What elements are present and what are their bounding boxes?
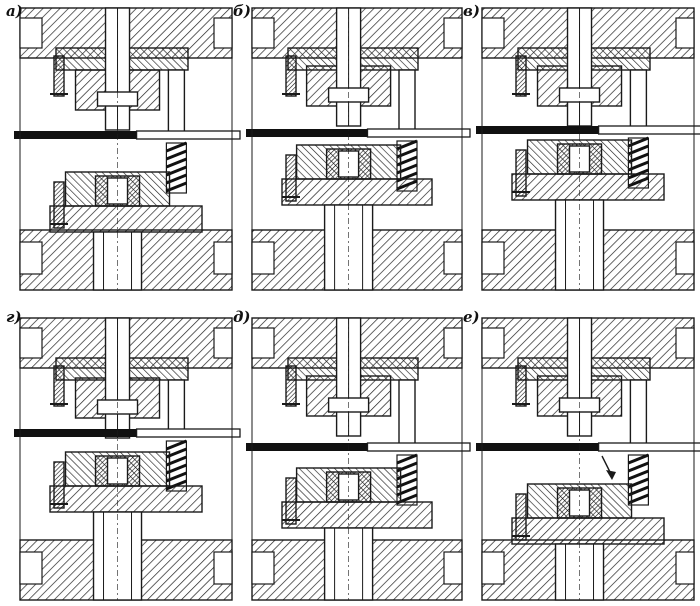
die-shoe (49, 485, 203, 513)
lower-frame-slot-left (251, 241, 275, 275)
bolt-upper (285, 55, 297, 97)
guide-post (629, 69, 648, 131)
die-shoe (49, 205, 203, 233)
lower-frame-slot-left (481, 241, 505, 275)
die-panel-b (246, 7, 471, 291)
upper-frame-slot-left (481, 17, 505, 49)
strip-feed (597, 125, 700, 135)
lower-frame-slot-right (675, 551, 695, 585)
spring-coil (165, 439, 187, 451)
upper-frame-slot-right (443, 17, 463, 49)
bolt-lower (53, 461, 65, 509)
panel-label-d: д) (233, 308, 251, 326)
strip-feed (135, 130, 241, 140)
upper-frame-slot-left (19, 17, 43, 49)
upper-frame-slot-left (251, 327, 275, 359)
upper-frame-slot-left (19, 327, 43, 359)
bolt-upper (53, 55, 65, 97)
guide-post (167, 69, 186, 136)
lower-frame-slot-right (213, 241, 233, 275)
strip-feed (597, 442, 700, 452)
die-shoe (281, 501, 433, 529)
upper-frame-slot-right (443, 327, 463, 359)
arrow-head (606, 470, 616, 480)
panel-label-v: в) (463, 2, 480, 20)
bolt-upper (53, 365, 65, 407)
strip-feed (366, 442, 471, 452)
strip-stock (476, 443, 608, 451)
spring-coil (165, 149, 187, 161)
panel-label-a: а) (6, 2, 23, 20)
guide-post (167, 379, 186, 434)
strip-stock (246, 129, 377, 137)
strip-stock (14, 429, 146, 437)
spring-coil (627, 469, 649, 481)
lower-frame-slot-left (19, 551, 43, 585)
upper-frame-slot-left (251, 17, 275, 49)
die-shoe (281, 178, 433, 206)
die-panel-v (476, 7, 700, 291)
die-panel-a (14, 7, 241, 291)
bolt-upper (515, 55, 527, 97)
lower-frame-slot-left (481, 551, 505, 585)
spring-coil (165, 141, 187, 153)
ejection-arrow (601, 455, 616, 480)
guide-post (398, 379, 416, 448)
spring-coil (627, 453, 649, 465)
panel-label-b: б) (233, 2, 251, 20)
panel-label-e: е) (463, 308, 480, 326)
spring-coil (627, 461, 649, 473)
guide-post (398, 69, 416, 134)
strip-stock (246, 443, 377, 451)
upper-frame-slot-right (675, 327, 695, 359)
strip-stock (14, 131, 146, 139)
guide-post (629, 379, 648, 448)
die-shoe (511, 173, 665, 201)
die-panel-d (246, 317, 471, 601)
bolt-lower (515, 493, 527, 541)
die-panel-g (14, 317, 241, 601)
bolt-lower (53, 181, 65, 229)
bolt-upper (285, 365, 297, 407)
bolt-lower (285, 477, 297, 525)
upper-frame-slot-left (481, 327, 505, 359)
upper-frame-slot-right (213, 327, 233, 359)
upper-frame-slot-right (213, 17, 233, 49)
upper-frame-slot-right (675, 17, 695, 49)
bolt-lower (285, 154, 297, 202)
strip-stock (476, 126, 608, 134)
bolt-upper (515, 365, 527, 407)
spring-coil (165, 157, 187, 169)
lower-frame-slot-right (213, 551, 233, 585)
spring-coil (396, 453, 418, 465)
lower-frame-slot-left (251, 551, 275, 585)
bolt-lower (515, 149, 527, 197)
lower-frame-slot-right (675, 241, 695, 275)
lower-frame-slot-right (443, 551, 463, 585)
lower-frame-slot-right (443, 241, 463, 275)
strip-feed (366, 128, 471, 138)
die-panel-e (476, 317, 700, 601)
panel-label-g: г) (6, 308, 22, 326)
strip-feed (135, 428, 241, 438)
lower-frame-slot-left (19, 241, 43, 275)
